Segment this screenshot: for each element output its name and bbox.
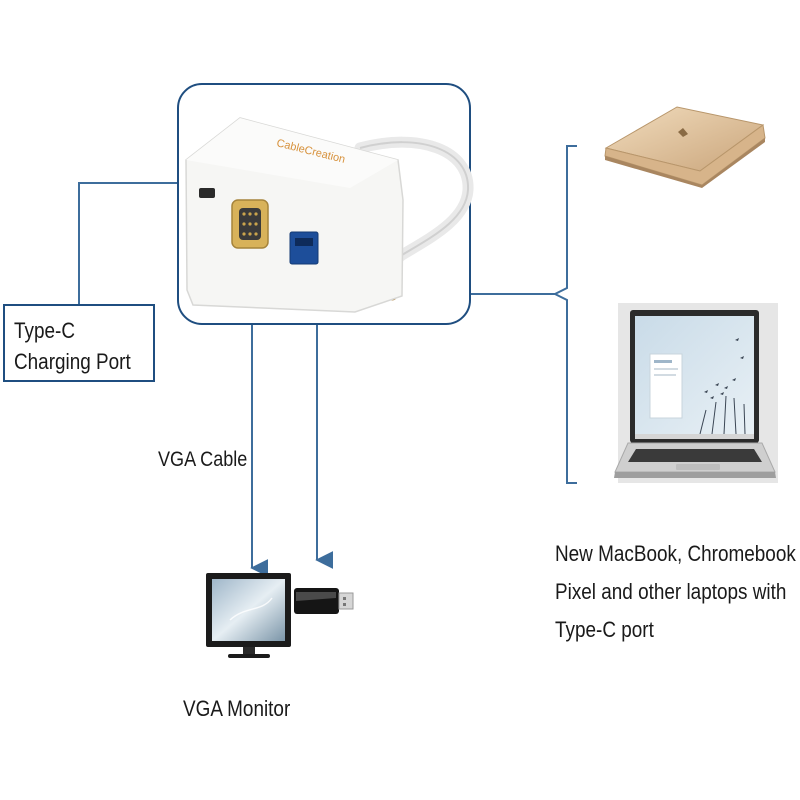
monitor-icon [206, 573, 291, 658]
usb-drive-icon [294, 588, 354, 614]
connector-lines [78, 145, 577, 577]
type-c-adapter-icon: CableCreation [185, 117, 474, 313]
laptops-description-line-3: Type-C port [555, 617, 654, 642]
charging-port-label-line-1: Type-C [14, 318, 75, 343]
laptops-description-line-1: New MacBook, Chromebook [555, 541, 796, 566]
laptops-brace [552, 145, 577, 484]
charging-port-label-line-2: Charging Port [14, 349, 131, 374]
vga-monitor-label: VGA Monitor [183, 696, 291, 721]
macbook-icon [604, 106, 766, 188]
chromebook-icon [614, 303, 778, 483]
laptops-description: New MacBook, Chromebook Pixel and other … [555, 535, 800, 649]
vga-cable-label: VGA Cable [158, 448, 248, 471]
charging-port-box: Type-C Charging Port [3, 304, 155, 382]
laptops-description-line-2: Pixel and other laptops with [555, 579, 787, 604]
charging-port-connector [78, 182, 180, 304]
